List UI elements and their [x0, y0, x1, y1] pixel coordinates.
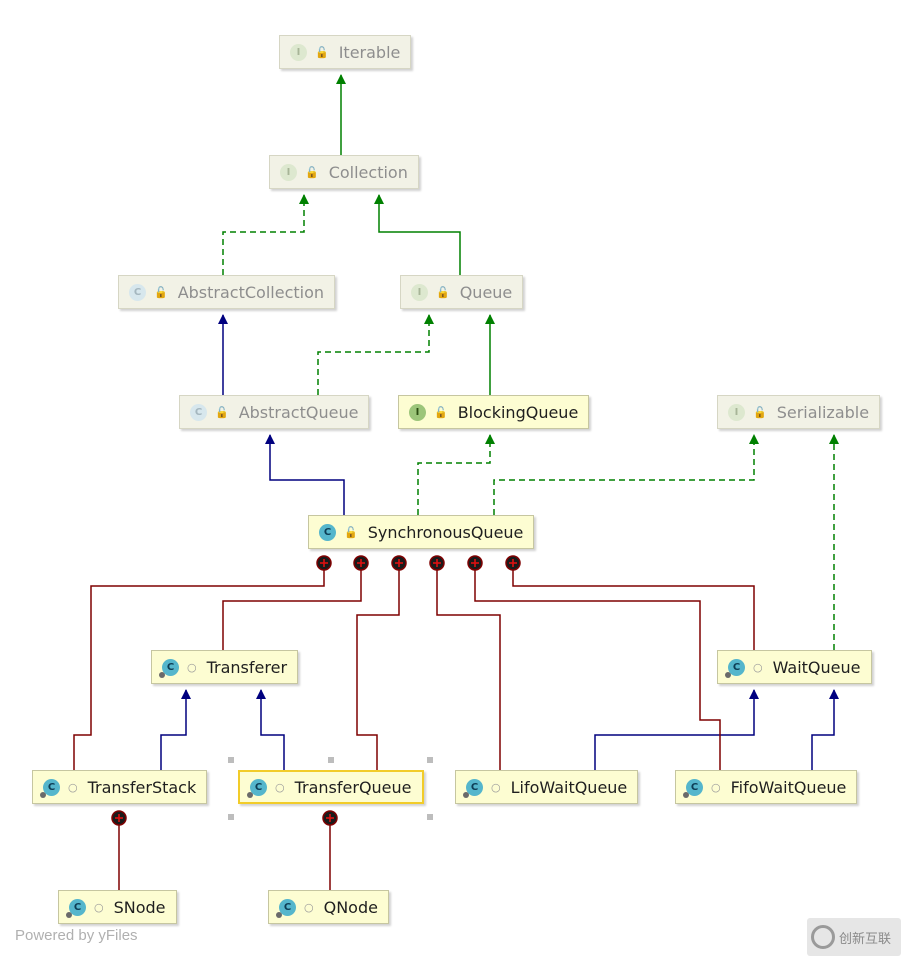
public-lock-icon: 🔓: [305, 165, 319, 179]
nested-class-icon: C: [66, 898, 86, 918]
node-label: AbstractQueue: [238, 402, 359, 422]
inner-class-connector-icon: [505, 555, 521, 571]
nested-class-icon: C: [276, 898, 296, 918]
node-label: Collection: [328, 162, 408, 182]
package-visibility-icon: ○: [711, 780, 721, 794]
node-lifowaitqueue[interactable]: C ○ LifoWaitQueue: [455, 770, 639, 804]
edge-transferstack-transferer: [160, 689, 191, 770]
selection-handle[interactable]: [228, 814, 234, 820]
node-transferqueue[interactable]: C ○ TransferQueue: [238, 770, 424, 804]
inner-class-connector-icon: [316, 555, 332, 571]
edge-transferqueue-transferer: [256, 689, 285, 770]
public-lock-icon: 🔓: [215, 405, 229, 419]
nested-class-icon: C: [159, 658, 179, 678]
powered-by-footer: Powered by yFiles: [15, 927, 138, 944]
node-synchronousqueue[interactable]: C 🔓 SynchronousQueue: [308, 515, 535, 549]
watermark-icon: [811, 925, 835, 949]
watermark-text: 创新互联: [839, 931, 892, 947]
public-lock-icon: 🔓: [344, 525, 358, 539]
edge-synchronousqueue-abstractqueue: [265, 434, 345, 515]
edge-inner-transferer: [222, 563, 362, 650]
edge-inner-transferstack: [73, 563, 325, 770]
abstract-class-icon: C: [129, 283, 146, 301]
inner-class-connector-icon: [391, 555, 407, 571]
node-label: FifoWaitQueue: [730, 777, 847, 797]
package-visibility-icon: ○: [94, 900, 104, 914]
public-lock-icon: 🔓: [753, 405, 767, 419]
node-blockingqueue[interactable]: I 🔓 BlockingQueue: [398, 395, 590, 429]
node-label: SynchronousQueue: [367, 522, 524, 542]
watermark-logo: 创新互联: [807, 918, 901, 956]
node-collection[interactable]: I 🔓 Collection: [269, 155, 419, 189]
nested-class-icon: C: [247, 778, 267, 798]
node-label: AbstractCollection: [177, 282, 325, 302]
public-lock-icon: 🔓: [436, 285, 450, 299]
node-label: BlockingQueue: [457, 402, 579, 422]
interface-icon: I: [280, 163, 297, 181]
node-label: SNode: [113, 897, 166, 917]
package-visibility-icon: ○: [187, 660, 197, 674]
selection-handle[interactable]: [427, 757, 433, 763]
public-lock-icon: 🔓: [434, 405, 448, 419]
public-lock-icon: 🔓: [315, 45, 329, 59]
node-transferer[interactable]: C ○ Transferer: [151, 650, 299, 684]
edge-inner-transferqueue: [356, 563, 400, 770]
node-abstractcollection[interactable]: C 🔓 AbstractCollection: [118, 275, 336, 309]
class-icon: C: [319, 523, 336, 541]
inner-class-connector-icon: [353, 555, 369, 571]
node-label: Queue: [459, 282, 513, 302]
node-queue[interactable]: I 🔓 Queue: [400, 275, 524, 309]
node-label: LifoWaitQueue: [510, 777, 628, 797]
edge-fifowaitqueue-waitqueue: [811, 689, 839, 770]
package-visibility-icon: ○: [275, 780, 285, 794]
inner-class-connector-icon: [111, 810, 127, 826]
node-fifowaitqueue[interactable]: C ○ FifoWaitQueue: [675, 770, 858, 804]
edge-inner-fifowaitqueue: [474, 563, 721, 770]
nested-class-icon: C: [463, 778, 483, 798]
interface-icon: I: [728, 403, 745, 421]
nested-class-icon: C: [725, 658, 745, 678]
node-abstractqueue[interactable]: C 🔓 AbstractQueue: [179, 395, 370, 429]
node-label: QNode: [323, 897, 378, 917]
interface-icon: I: [290, 43, 307, 61]
package-visibility-icon: ○: [753, 660, 763, 674]
selection-handle[interactable]: [427, 814, 433, 820]
package-visibility-icon: ○: [304, 900, 314, 914]
node-waitqueue[interactable]: C ○ WaitQueue: [717, 650, 872, 684]
node-label: Iterable: [338, 42, 401, 62]
inner-class-connector-icon: [467, 555, 483, 571]
edge-abstractqueue-queue: [317, 314, 434, 395]
interface-icon: I: [409, 403, 426, 421]
edge-lifowaitqueue-waitqueue: [594, 689, 759, 770]
nested-class-icon: C: [683, 778, 703, 798]
abstract-class-icon: C: [190, 403, 207, 421]
inner-class-connector-icon: [322, 810, 338, 826]
node-serializable[interactable]: I 🔓 Serializable: [717, 395, 881, 429]
public-lock-icon: 🔓: [154, 285, 168, 299]
edge-synchronousqueue-blockingqueue: [417, 434, 495, 515]
selection-handle[interactable]: [228, 757, 234, 763]
node-label: TransferStack: [87, 777, 197, 797]
edge-synchronousqueue-serializable: [493, 434, 759, 515]
inner-class-connector-icon: [429, 555, 445, 571]
node-transferstack[interactable]: C ○ TransferStack: [32, 770, 208, 804]
interface-icon: I: [411, 283, 428, 301]
node-label: Serializable: [776, 402, 870, 422]
node-label: TransferQueue: [294, 777, 412, 797]
edge-inner-waitqueue: [512, 563, 755, 650]
node-label: WaitQueue: [772, 657, 861, 677]
node-label: Transferer: [206, 657, 288, 677]
node-qnode[interactable]: C ○ QNode: [268, 890, 389, 924]
edge-queue-collection: [374, 194, 461, 275]
package-visibility-icon: ○: [491, 780, 501, 794]
node-iterable[interactable]: I 🔓 Iterable: [279, 35, 412, 69]
edge-abstractcollection-collection: [222, 194, 309, 275]
package-visibility-icon: ○: [68, 780, 78, 794]
edge-inner-lifowaitqueue: [436, 563, 501, 770]
node-snode[interactable]: C ○ SNode: [58, 890, 177, 924]
selection-handle[interactable]: [328, 757, 334, 763]
nested-class-icon: C: [40, 778, 60, 798]
